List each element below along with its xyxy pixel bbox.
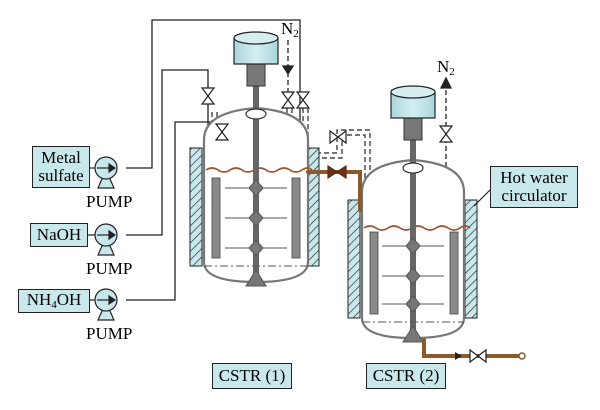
naoh-label: NaOH [36, 225, 82, 245]
valve-naoh [200, 87, 216, 97]
cstr1-label: CSTR (1) [218, 366, 286, 386]
reactor2-baffle-right [449, 231, 459, 315]
valve-gas-transfer [329, 129, 339, 145]
reactor2-jacket-left [347, 199, 361, 319]
reactor-2 [347, 85, 478, 343]
metal-sulfate-box: Metal sulfate [32, 146, 90, 188]
reactor-1 [189, 31, 320, 287]
hot-water-circulator-box: Hot water circulator [490, 166, 578, 208]
pump-box-connectors [88, 167, 95, 301]
pump-naoh [94, 223, 118, 256]
reactor2-liquid-surface [363, 225, 471, 231]
reactor2-outlet-pipe [422, 338, 522, 358]
overflow-pipe [306, 170, 362, 212]
valve-n2-reactor2 [438, 125, 454, 135]
pump-metal-sulfate [94, 156, 118, 189]
cstr2-label: CSTR (2) [372, 366, 440, 386]
valve-metal-sulfate [295, 91, 311, 101]
reactor2-motor-coupling [403, 115, 423, 141]
reactor1-motor-coupling [246, 61, 266, 87]
pump-nh4oh [94, 288, 118, 321]
hot-water-label-line2: circulator [501, 186, 567, 205]
pump-label-metal-sulfate: PUMP [86, 192, 133, 211]
n2-inlet-arrow-reactor1 [281, 40, 295, 92]
n2-label-reactor1: N2 [281, 19, 299, 40]
reactor1-liquid-surface [205, 167, 313, 173]
metal-sulfate-label-line2: sulfate [38, 166, 84, 185]
reactor1-baffle-left [211, 177, 221, 259]
cstr2-label-box: CSTR (2) [366, 363, 446, 389]
n2-label-reactor2: N2 [437, 57, 455, 78]
reactor2-shaft [410, 132, 416, 332]
cstr1-label-box: CSTR (1) [212, 363, 292, 389]
hot-water-pointer [473, 189, 491, 207]
reactor1-shaft [253, 78, 259, 274]
nh4oh-box: NH4OH [18, 289, 90, 313]
outlet-arrow [455, 352, 462, 360]
valve-nh4oh [214, 123, 230, 133]
valves [200, 87, 487, 364]
reactor1-baffle-right [291, 177, 301, 259]
reactor1-jacket-left [189, 147, 203, 267]
hot-water-label-line1: Hot water [500, 168, 568, 188]
valve-overflow [327, 164, 347, 180]
pump-label-naoh: PUMP [86, 259, 133, 278]
reactor2-baffle-left [369, 231, 379, 315]
reactor1-bottom-outlet [245, 269, 267, 287]
nh4oh-label: NH4OH [26, 289, 82, 311]
pumps [94, 156, 118, 321]
pump-label-nh4oh: PUMP [86, 324, 133, 343]
valve-n2-reactor1 [280, 91, 296, 101]
reactor2-jacket-right [464, 199, 478, 319]
reactor2-bottom-outlet [402, 325, 424, 343]
metal-sulfate-label-line1: Metal [41, 148, 81, 168]
valve-outlet [469, 348, 479, 364]
naoh-box: NaOH [30, 223, 88, 247]
